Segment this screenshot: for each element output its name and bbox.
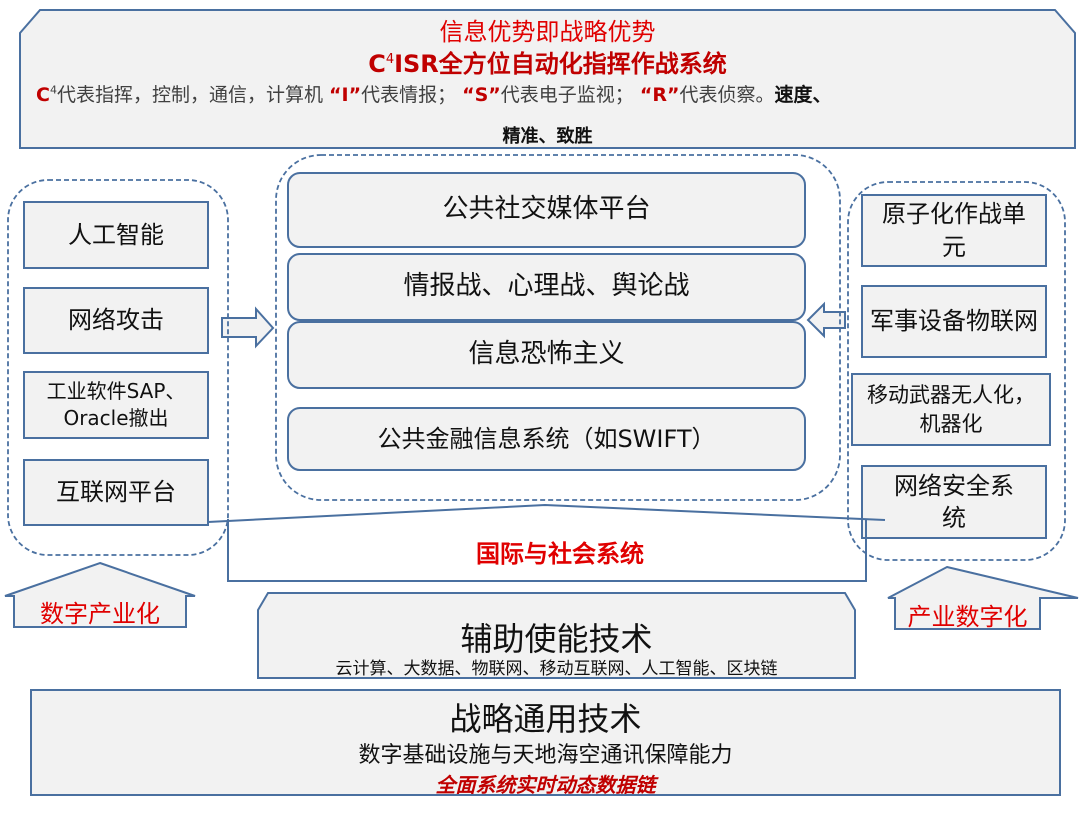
bracket-line [207,503,886,523]
base-shape [30,689,1061,796]
right-box-shape [861,465,1047,539]
house-arrow-left-shape [4,561,196,628]
left-item-industrial-software: 工业软件SAP、Oracle撤出 [46,379,186,430]
right-item-network-security: 网络安全系统 [894,471,1014,532]
industrial-digitalization-label: 产业数字化 [907,603,1028,631]
left-box-shape [23,459,209,526]
center-box-shape [287,321,806,389]
c-sup: 4 [49,83,57,97]
house-arrow-right-shape [887,565,1079,630]
precision-text: 精准、致胜 [502,126,593,147]
left-item-ai: 人工智能 [68,220,164,249]
digital-industrialization-label: 数字产业化 [40,600,160,628]
left-item-cyberattack: 网络攻击 [68,306,164,335]
right-item-military-iot: 军事设备物联网 [870,307,1038,336]
right-box-shape [861,285,1047,358]
r-text: 代表侦察。 [679,84,775,106]
left-box-shape [23,371,209,439]
center-box-shape [287,253,806,321]
speed-text: 速度、 [774,84,832,106]
bracket-box [227,519,867,582]
right-item-mobile-weapons: 移动武器无人化，机器化 [867,383,1035,436]
left-box-shape [23,287,209,354]
c4isr-rest: ISR全方位自动化指挥作战系统 [394,50,727,78]
s-text: 代表电子监视； [500,84,634,106]
enabling-tech-list: 云计算、大数据、物联网、移动互联网、人工智能、区块链 [335,659,778,679]
center-box-shape [287,172,806,248]
c-letter: C [36,84,50,106]
center-item-social-media: 公共社交媒体平台 [442,194,651,225]
right-box-shape [851,373,1051,446]
c4isr-title: C4ISR全方位自动化指挥作战系统 [20,44,1075,79]
top-banner-shape [19,9,1076,149]
center-item-info-warfare: 情报战、心理战、舆论战 [403,271,690,302]
c4isr-sup: 4 [385,52,395,67]
c-text: 代表指挥，控制，通信，计算机 [56,84,323,106]
center-item-financial-system: 公共金融信息系统（如SWIFT） [377,424,716,453]
s-letter: “S” [462,84,501,106]
strategic-tech-subtitle: 数字基础设施与天地海空通讯保障能力 [358,743,733,768]
right-box-shape [861,194,1047,267]
left-item-internet-platform: 互联网平台 [56,478,176,507]
international-system-label: 国际与社会系统 [476,540,644,568]
arrow-right-shape [221,306,275,349]
c4isr-prefix: C [368,50,386,78]
c4isr-explanation: C4代表指挥，控制，通信，计算机 “I”代表情报； “S”代表电子监视； “R”… [30,80,1076,107]
r-letter: “R” [639,84,680,106]
center-item-info-terrorism: 信息恐怖主义 [468,339,625,370]
i-letter: “I” [329,84,362,106]
enabling-tech-title: 辅助使能技术 [460,620,653,658]
left-box-shape [23,201,209,269]
data-link-note: 全面系统实时动态数据链 [435,773,656,797]
center-group-dashed [275,154,841,501]
strategic-tech-title: 战略通用技术 [449,700,642,738]
arrow-left-shape [806,301,846,339]
top-title: 信息优势即战略优势 [439,18,656,46]
center-box-shape [287,407,806,471]
i-text: 代表情报； [361,84,457,106]
right-item-atomized-units: 原子化作战单元 [882,200,1026,261]
right-group-dashed [847,181,1066,561]
enabling-shape [257,592,856,679]
